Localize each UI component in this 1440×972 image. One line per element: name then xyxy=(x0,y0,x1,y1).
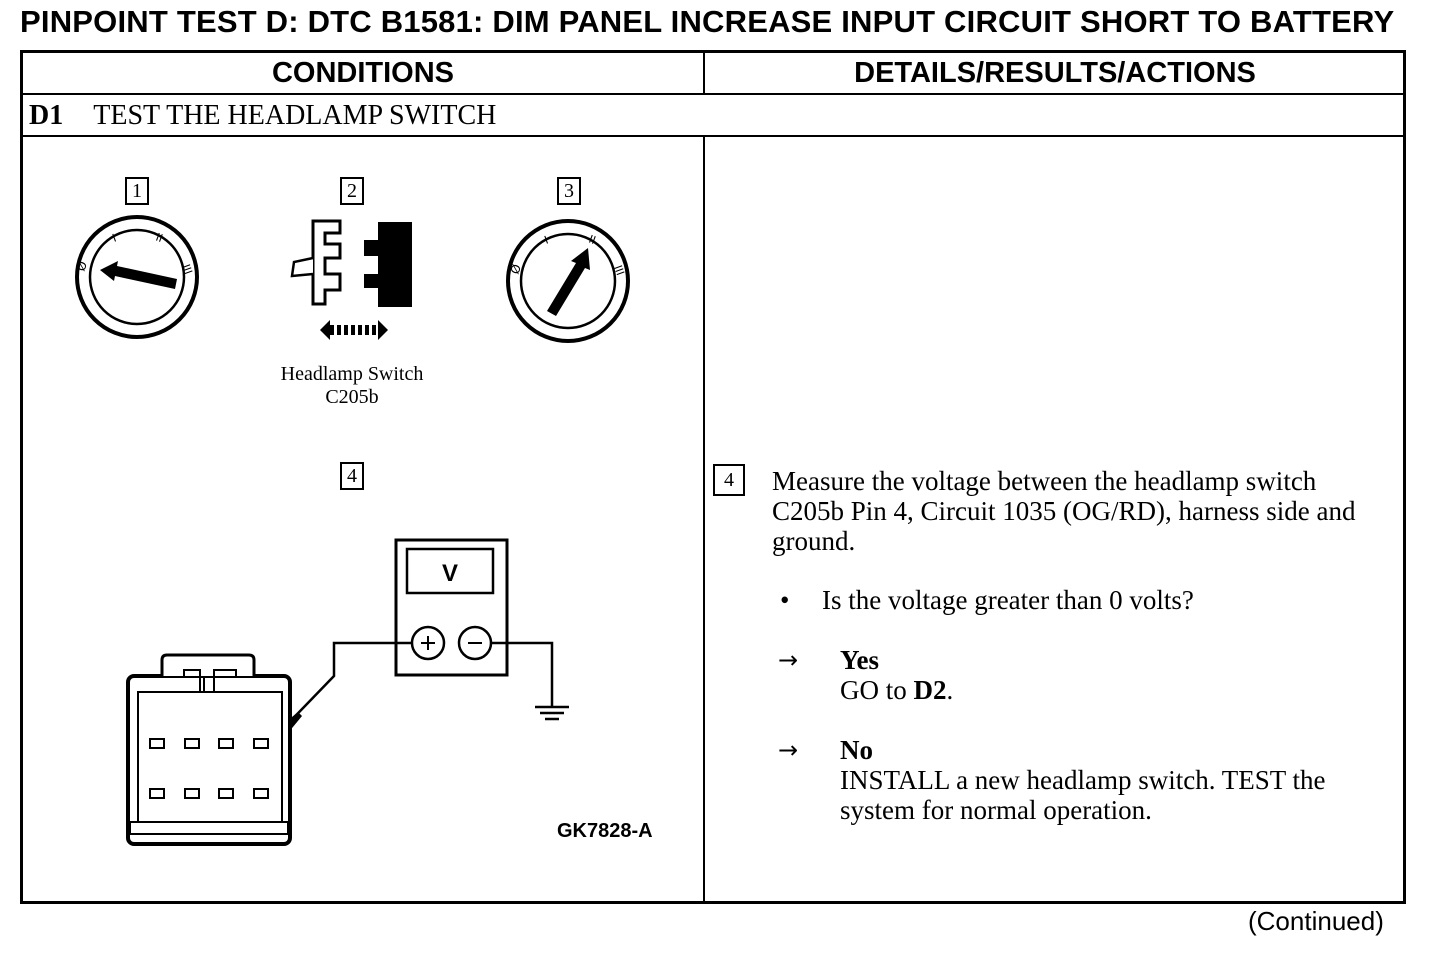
ground-icon xyxy=(535,705,569,721)
question: • Is the voltage greater than 0 volts? xyxy=(780,585,1194,616)
result-no-label: No xyxy=(840,735,873,765)
step-title: TEST THE HEADLAMP SWITCH xyxy=(93,100,497,131)
harness-connector xyxy=(126,653,292,846)
figure-id: GK7828-A xyxy=(557,820,653,842)
svg-text:Ø: Ø xyxy=(508,262,524,276)
callout-2: 2 xyxy=(340,177,364,205)
question-text: Is the voltage greater than 0 volts? xyxy=(822,585,1194,615)
result-no: → No INSTALL a new headlamp switch. TEST… xyxy=(778,735,1388,825)
instruction-text: Measure the voltage between the headlamp… xyxy=(772,466,1356,556)
pinpoint-test-table: CONDITIONS DETAILS/RESULTS/ACTIONS D1 TES… xyxy=(20,50,1406,904)
result-no-action: INSTALL a new headlamp switch. TEST the … xyxy=(840,765,1326,825)
page-title: PINPOINT TEST D: DTC B1581: DIM PANEL IN… xyxy=(20,4,1395,39)
voltmeter: V xyxy=(394,538,509,677)
headlamp-switch-connector-c205b xyxy=(290,219,412,340)
test-leads xyxy=(275,641,554,737)
connector-caption-name: Headlamp Switch xyxy=(280,363,424,385)
header-column-divider xyxy=(703,53,705,93)
continued-note: (Continued) xyxy=(1248,906,1384,936)
bullet-icon: • xyxy=(780,585,790,615)
svg-text:II: II xyxy=(154,231,165,245)
result-yes: → Yes GO to D2. xyxy=(778,645,1400,705)
result-yes-action: GO to D2. xyxy=(840,675,954,705)
svg-text:I: I xyxy=(111,231,119,244)
details-callout-4: 4 xyxy=(713,464,745,496)
step-heading: D1 TEST THE HEADLAMP SWITCH xyxy=(29,100,496,132)
connector-caption: Headlamp Switch C205b xyxy=(252,363,452,409)
step-id: D1 xyxy=(29,100,64,131)
header-divider xyxy=(23,93,1403,95)
column-header-details: DETAILS/RESULTS/ACTIONS xyxy=(854,57,1256,89)
positive-terminal-icon xyxy=(410,625,446,661)
svg-text:II: II xyxy=(587,233,598,247)
arrow-right-icon: → xyxy=(778,646,799,674)
headlamp-switch-dial-3: Ø I II III xyxy=(506,219,630,343)
svg-text:III: III xyxy=(179,263,195,277)
svg-text:I: I xyxy=(543,233,551,246)
result-yes-label: Yes xyxy=(840,645,879,675)
headlamp-switch-dial-1: Ø I II III xyxy=(74,215,199,339)
body-column-divider xyxy=(703,135,705,901)
svg-text:Ø: Ø xyxy=(74,259,90,273)
voltmeter-display-label: V xyxy=(442,560,458,587)
callout-1: 1 xyxy=(125,177,149,205)
callout-4: 4 xyxy=(340,462,364,490)
step-divider xyxy=(23,135,1403,137)
arrow-right-icon: → xyxy=(778,736,799,764)
connector-caption-id: C205b xyxy=(325,386,379,408)
svg-text:III: III xyxy=(611,264,627,278)
double-arrow-icon xyxy=(320,320,388,340)
column-header-conditions: CONDITIONS xyxy=(271,57,455,89)
result-yes-target[interactable]: D2 xyxy=(913,675,947,705)
negative-terminal-icon xyxy=(457,625,493,661)
callout-3: 3 xyxy=(557,177,581,205)
